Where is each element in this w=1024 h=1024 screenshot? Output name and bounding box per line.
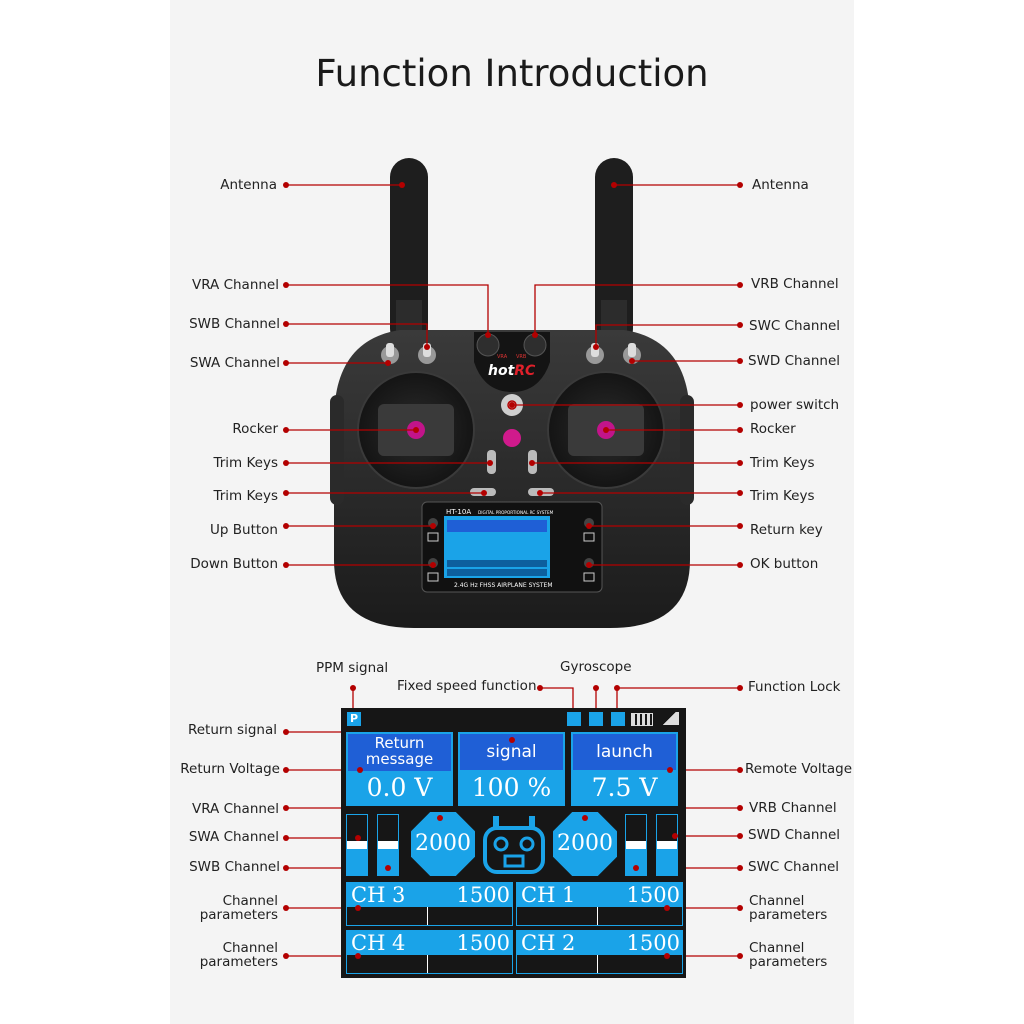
label-return-voltage: Return Voltage [180,761,280,777]
label-swb: SWB Channel [189,316,280,332]
mini-header: DIGITAL PROPORTIONAL RC SYSTEM [478,510,554,515]
swd-bar [656,814,678,876]
vrb-dial [553,812,617,876]
vra-dial [411,812,475,876]
ch-row-2-left-value: 1500 [456,931,510,955]
vrb-mark: VRB [516,354,527,360]
center-button [503,429,521,447]
label-remote-voltage: Remote Voltage [745,761,853,777]
label-trim-right-1: Trim Keys [750,455,815,471]
label-trim-left-1: Trim Keys [213,455,278,471]
side-grip-left [330,395,344,505]
remote-voltage-value: 7.5 V [591,773,658,802]
ch-row-2-left: CH 4 1500 [346,930,513,974]
lcd-screen: P Return message 0.0 V signal 100 % laun… [341,708,686,978]
label-lcd-vrb: VRB Channel [749,800,837,816]
label-up: Up Button [210,522,278,538]
return-voltage-value: 0.0 V [366,773,433,802]
label-down: Down Button [190,556,278,572]
label-trim-left-2: Trim Keys [213,488,278,504]
label-ppm: PPM signal [316,660,389,676]
ch-row-2-right-value: 1500 [626,931,680,955]
mini-screen-row2 [447,560,547,567]
signal-bars-icon [659,712,679,725]
mini-footer: 2.4G Hz FHSS AIRPLANE SYSTEM [454,582,553,589]
label-swc: SWC Channel [749,318,841,334]
label-fixed-speed: Fixed speed function [397,678,537,694]
label-lcd-swa: SWA Channel [188,829,279,845]
mini-screen-row1 [447,520,547,532]
ch-row-1-left-value: 1500 [456,883,510,907]
return-message-title: Return message [348,734,451,771]
swa-switch [381,343,399,364]
mini-screen-row3 [447,569,547,576]
leader-lines-upper [286,184,740,566]
ch-row-2-left-label: CH 4 [351,931,406,955]
label-antenna-right: Antenna [752,177,809,193]
label-rocker-left: Rocker [232,421,278,437]
label-vrb: VRB Channel [751,276,839,292]
swa-bar [346,814,368,876]
swb-bar [377,814,399,876]
signal-value: 100 % [471,773,552,802]
swd-switch [623,343,641,364]
ppm-icon: P [347,712,361,726]
label-power: power switch [750,397,840,413]
label-lcd-vra: VRA Channel [191,801,279,817]
label-rocker-right: Rocker [750,421,796,437]
vrb-dial-value: 2000 [557,831,613,856]
ch-row-2-right-label: CH 2 [521,931,576,955]
label-return-key: Return key [750,522,823,538]
label-vra: VRA Channel [191,277,279,293]
ch-row-1-left-label: CH 3 [351,883,406,907]
label-swa: SWA Channel [189,355,280,371]
label-chp-l2: Channel parameters [199,940,278,970]
controller-icon [483,816,545,874]
page-title: Function Introduction [315,52,709,95]
label-antenna-left: Antenna [220,177,277,193]
label-ok: OK button [750,556,819,572]
label-trim-right-2: Trim Keys [750,488,815,504]
fixed-speed-icon [567,712,581,726]
label-lcd-swc: SWC Channel [748,859,840,875]
ch-row-1-right-label: CH 1 [521,883,576,907]
ch-row-2-right: CH 2 1500 [516,930,683,974]
return-message-box: Return message 0.0 V [346,732,453,806]
launch-title: launch [573,734,676,770]
vra-mark: VRA [497,354,508,360]
swc-bar [625,814,647,876]
label-function-lock: Function Lock [748,679,841,695]
signal-box: signal 100 % [458,732,565,806]
label-lcd-swb: SWB Channel [189,859,280,875]
label-chp-r2: Channel parameters [749,940,828,970]
vra-dial-value: 2000 [415,831,471,856]
launch-box: launch 7.5 V [571,732,678,806]
ch-row-1-left: CH 3 1500 [346,882,513,926]
label-swd: SWD Channel [748,353,841,369]
ch-row-1-right: CH 1 1500 [516,882,683,926]
signal-title: signal [460,734,563,770]
ch-row-1-right-value: 1500 [626,883,680,907]
brand-logo: hotRC [488,363,536,379]
mini-model: HT-10A [446,508,471,516]
label-lcd-swd: SWD Channel [748,827,841,843]
label-chp-r1: Channel parameters [749,893,828,923]
side-grip-right [680,395,694,505]
gyroscope-icon [589,712,603,726]
battery-icon [631,713,653,726]
label-gyro: Gyroscope [560,659,632,675]
label-return-signal: Return signal [187,722,277,738]
leader-dots-upper [283,182,743,568]
label-chp-l1: Channel parameters [199,893,278,923]
function-lock-icon [611,712,625,726]
